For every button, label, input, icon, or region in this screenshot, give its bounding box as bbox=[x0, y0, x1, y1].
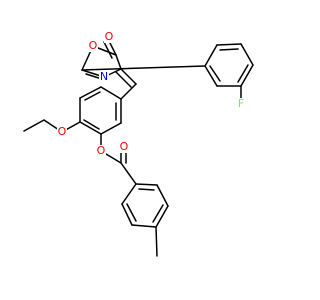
bond-c4-ch bbox=[120, 68, 137, 85]
ester-link-oxygen-label: O bbox=[97, 144, 106, 157]
bond-tol6 bbox=[135, 183, 158, 186]
bond-ch-ring bbox=[120, 83, 137, 100]
molecule-structure-diagram: O O N F O O O bbox=[23, 30, 254, 257]
oxo-o-bg bbox=[104, 31, 114, 43]
bond-fphen-inner2 bbox=[237, 64, 249, 83]
ring-nitrogen-label: N bbox=[100, 70, 108, 83]
bond-tol1 bbox=[121, 183, 137, 205]
bond-ar5 bbox=[79, 86, 102, 99]
bond-tol4 bbox=[155, 205, 169, 228]
bond-fphen-inner1 bbox=[219, 48, 239, 51]
bond-tol-methyl bbox=[155, 226, 158, 257]
bond-ar-inner2 bbox=[83, 119, 100, 130]
bond-tol2 bbox=[121, 203, 133, 226]
molecule-svg: O O N F O O O bbox=[23, 30, 254, 257]
ring-n-bg bbox=[99, 71, 109, 83]
bond-fphen6 bbox=[204, 65, 218, 87]
fluorine-bg bbox=[236, 98, 246, 110]
ester-link-o-bg bbox=[96, 145, 106, 157]
bond-fphen4 bbox=[240, 64, 254, 87]
carbonyl-oxygen-label: O bbox=[120, 140, 129, 153]
bond-tol-inner1 bbox=[126, 203, 137, 222]
bond-tol-inner2 bbox=[152, 204, 164, 223]
bond-tol3 bbox=[131, 224, 157, 228]
ring-o-bg bbox=[88, 40, 98, 52]
bond-tol5 bbox=[156, 184, 169, 207]
bond-ch2-ch3 bbox=[23, 119, 45, 132]
carbonyl-o-bg bbox=[119, 141, 129, 153]
bond-fphen3 bbox=[240, 43, 254, 66]
bonds bbox=[23, 38, 254, 257]
bond-c4-ch-double bbox=[115, 71, 132, 88]
fluorine-label: F bbox=[238, 97, 244, 110]
ring-oxygen-label: O bbox=[89, 39, 98, 52]
bond-ar-inner3 bbox=[84, 91, 101, 101]
ether-oxygen-label: O bbox=[58, 125, 67, 138]
bond-fphen2 bbox=[216, 43, 242, 46]
bond-fphen1 bbox=[204, 44, 218, 67]
bond-ar6 bbox=[100, 86, 122, 100]
bond-tol-inner3 bbox=[138, 188, 155, 191]
bond-carbonyl-to-ring bbox=[120, 162, 137, 185]
bond-fphen-inner3 bbox=[209, 65, 221, 82]
bond-ar3 bbox=[79, 121, 102, 135]
ether-o-bg bbox=[57, 126, 67, 138]
bond-c2-fluorophenyl bbox=[81, 65, 206, 71]
bond-ar2 bbox=[100, 122, 122, 135]
bond-c4-c5 bbox=[115, 54, 122, 70]
bond-c5-oxo-double bbox=[103, 41, 113, 59]
atom-labels: O O N F O O O bbox=[57, 30, 246, 157]
oxo-oxygen-label: O bbox=[105, 30, 114, 43]
